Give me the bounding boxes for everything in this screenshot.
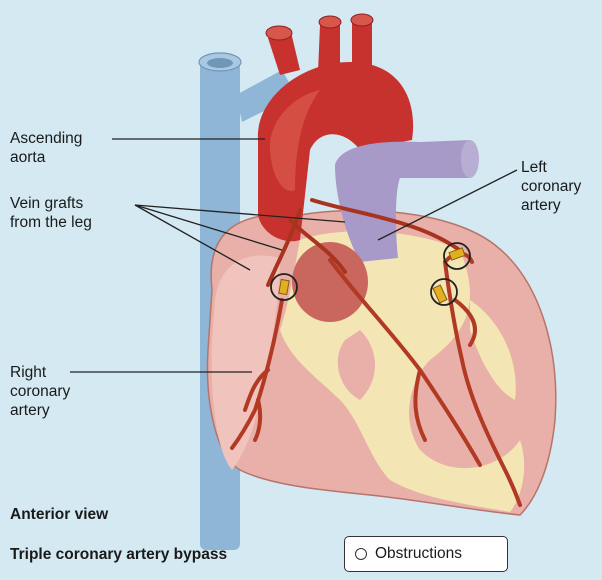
circle-icon (355, 548, 367, 560)
legend-label: Obstructions (375, 545, 462, 563)
caption-view: Anterior view (10, 505, 108, 524)
obstructions-legend: Obstructions (344, 536, 508, 572)
label-ascending-aorta: Ascending aorta (10, 129, 82, 167)
caption-procedure: Triple coronary artery bypass (10, 545, 227, 564)
label-vein-grafts: Vein grafts from the leg (10, 194, 92, 232)
label-right-coronary-artery: Right coronary artery (10, 363, 70, 420)
label-left-coronary-artery: Left coronary artery (521, 158, 581, 215)
